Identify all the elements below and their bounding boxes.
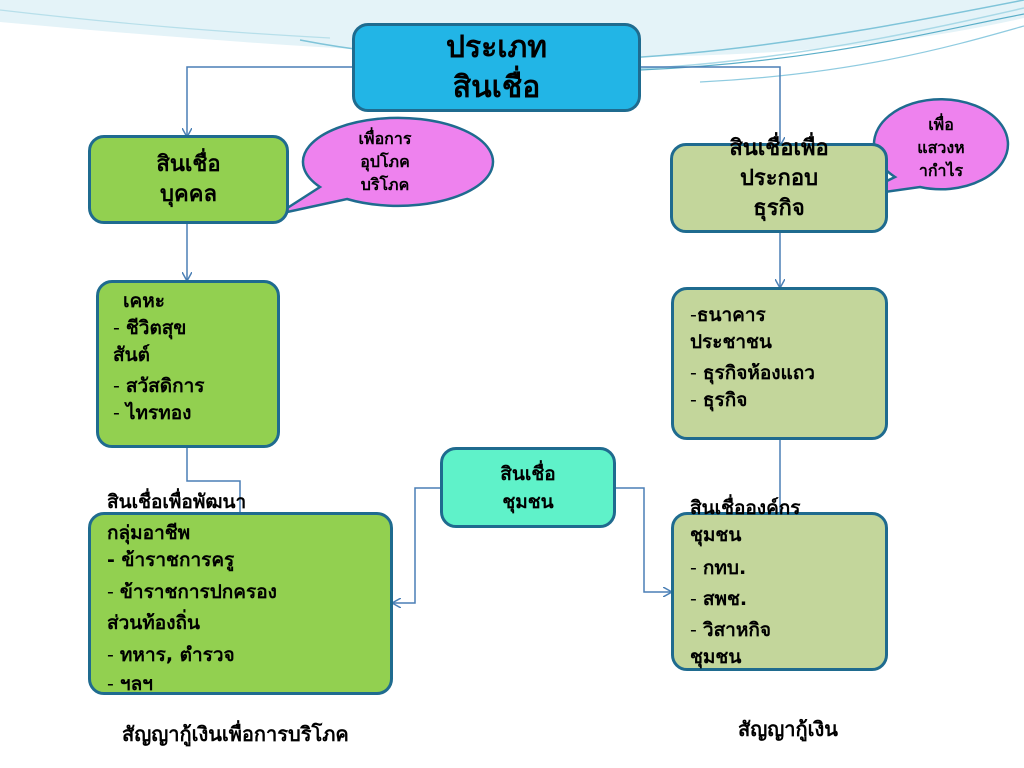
bubble-profit-shape xyxy=(855,98,1010,198)
title-line-1: ประเภท xyxy=(445,29,548,65)
community-org-list-item: - กทบ. xyxy=(690,557,747,579)
caption-consumer-loan-contract: สัญญากู้เงินเพื่อการบริโภค xyxy=(122,722,349,746)
title-box: ประเภท สินเชื่อ xyxy=(352,23,641,112)
community-org-list-item: - วิสาหกิจ xyxy=(690,619,772,641)
personal-credit-list-box: เคหะ - ชีวิตสุข สันต์ - สวัสดิการ - ไทรท… xyxy=(96,280,280,448)
community-org-list-item: - สพช. xyxy=(690,588,748,610)
community-org-list-item: ชุมชน xyxy=(690,646,742,668)
business-credit-line-3: ธุรกิจ xyxy=(753,196,805,221)
career-list-item: - ทหาร, ตำรวจ xyxy=(107,644,235,666)
business-credit-line-1: สินเชื่อเพื่อ xyxy=(729,136,829,161)
career-list-item: ส่วนท้องถิ่น xyxy=(107,612,200,634)
personal-list-item: - สวัสดิการ xyxy=(113,375,205,397)
bubble-profit-line-3: ากำไร xyxy=(918,160,964,180)
career-list-item: - ข้าราชการครู xyxy=(107,549,235,571)
bubble-consumption-line-3: บริโภค xyxy=(360,174,410,194)
business-list-item: -ธนาคาร xyxy=(690,304,766,326)
bubble-profit-line-1: เพื่อ xyxy=(928,114,954,134)
community-org-credit-box: สินเชื่อองค์กร ชุมชน - กทบ. - สพช. - วิส… xyxy=(671,497,888,671)
community-org-list-item: ชุมชน xyxy=(690,524,742,546)
business-list-item: - ธุรกิจห้องแถว xyxy=(690,362,815,384)
community-credit-line-2: ชุมชน xyxy=(502,490,554,513)
personal-credit-line-2: บุคคล xyxy=(160,181,217,207)
personal-list-item: เคหะ xyxy=(123,290,165,312)
career-list-item: กลุ่มอาชีพ xyxy=(107,522,191,544)
personal-list-item: - ชีวิตสุข xyxy=(113,317,187,339)
business-list-item: ประชาชน xyxy=(690,331,772,353)
bubble-profit: เพื่อ แสวงห ากำไร xyxy=(882,105,1000,189)
career-list-item: สินเชื่อเพื่อพัฒนา xyxy=(107,491,247,513)
community-org-list-item: สินเชื่อองค์กร xyxy=(690,497,801,519)
bubble-profit-line-2: แสวงห xyxy=(917,137,965,157)
career-list-item: - ฯลฯ xyxy=(107,673,153,695)
bubble-consumption-line-1: เพื่อการ xyxy=(358,128,412,148)
personal-list-item: - ไทรทอง xyxy=(113,402,192,424)
business-credit-list-box: -ธนาคาร ประชาชน - ธุรกิจห้องแถว - ธุรกิจ xyxy=(671,287,888,440)
business-list-item: - ธุรกิจ xyxy=(690,389,748,411)
business-credit-line-2: ประกอบ xyxy=(739,166,819,191)
personal-credit-line-1: สินเชื่อ xyxy=(156,151,221,177)
caption-loan-contract: สัญญากู้เงิน xyxy=(738,717,838,741)
community-credit-line-1: สินเชื่อ xyxy=(500,462,556,485)
career-group-credit-box: สินเชื่อเพื่อพัฒนา กลุ่มอาชีพ - ข้าราชกา… xyxy=(88,491,393,695)
title-line-2: สินเชื่อ xyxy=(452,69,541,105)
business-credit-box: สินเชื่อเพื่อ ประกอบ ธุรกิจ xyxy=(670,136,888,233)
personal-credit-box: สินเชื่อ บุคคล xyxy=(88,135,289,224)
bubble-consumption: เพื่อการ อุปโภค บริโภค xyxy=(310,120,460,202)
bubble-consumption-line-2: อุปโภค xyxy=(360,151,410,171)
community-credit-box: สินเชื่อ ชุมชน xyxy=(440,447,616,528)
career-list-item: - ข้าราชการปกครอง xyxy=(107,581,277,603)
personal-list-item: สันต์ xyxy=(113,344,150,366)
bubble-consumption-shape xyxy=(277,116,495,216)
